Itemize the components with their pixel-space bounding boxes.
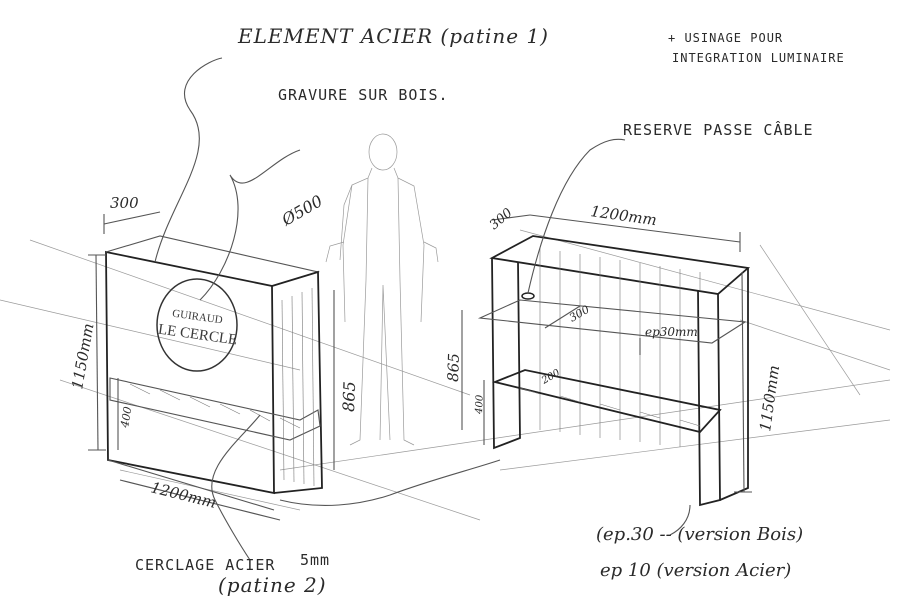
dim-height-right: 1150mm [756,364,783,432]
steel-ring-line2: (patine 2) [218,573,327,597]
logo-disk: GUIRAUD LE CERCLE [156,278,238,372]
dim-shelf-thickness: ep30mm [645,325,698,339]
steel-ring-size: 5mm [300,551,330,569]
machining-note-line2: INTEGRATION LUMINAIRE [672,51,845,65]
dim-width-left: 1200mm [149,478,218,512]
leader-lines [154,57,691,561]
version-wood-note: (ep.30 -- (version Bois) [596,524,803,545]
logo-line2: LE CERCLE [157,322,238,349]
dim-low-shelf: 200 [539,367,562,387]
left-counter [105,235,323,511]
dim-depth-left: 300 [110,194,139,212]
dim-counter-height-right: 865 [444,353,463,382]
dim-ledge-right: 400 [474,394,486,415]
right-counter [477,235,751,507]
cable-reserve-note: RESERVE PASSE CÂBLE [623,120,814,139]
machining-note-line1: + USINAGE POUR [668,31,783,45]
annotations: ELEMENT ACIER (patine 1) + USINAGE POUR … [135,24,845,597]
dim-height-left: 1150mm [68,322,97,391]
dim-ledge-left: 400 [118,406,135,430]
dim-width-right: 1200mm [589,202,657,229]
engraving-note: GRAVURE SUR BOIS. [278,86,449,104]
dim-depth-right: 300 [487,206,516,233]
version-steel-note: ep 10 (version Acier) [600,560,791,581]
dim-diameter: Ø500 [278,191,326,230]
dim-counter-height-left: 865 [339,381,359,412]
perspective-guides [0,229,891,521]
title-steel-element: ELEMENT ACIER (patine 1) [237,24,549,48]
steel-ring-line1: CERCLAGE ACIER [135,556,275,574]
dimension-lines [88,211,752,521]
human-figure [325,133,439,446]
